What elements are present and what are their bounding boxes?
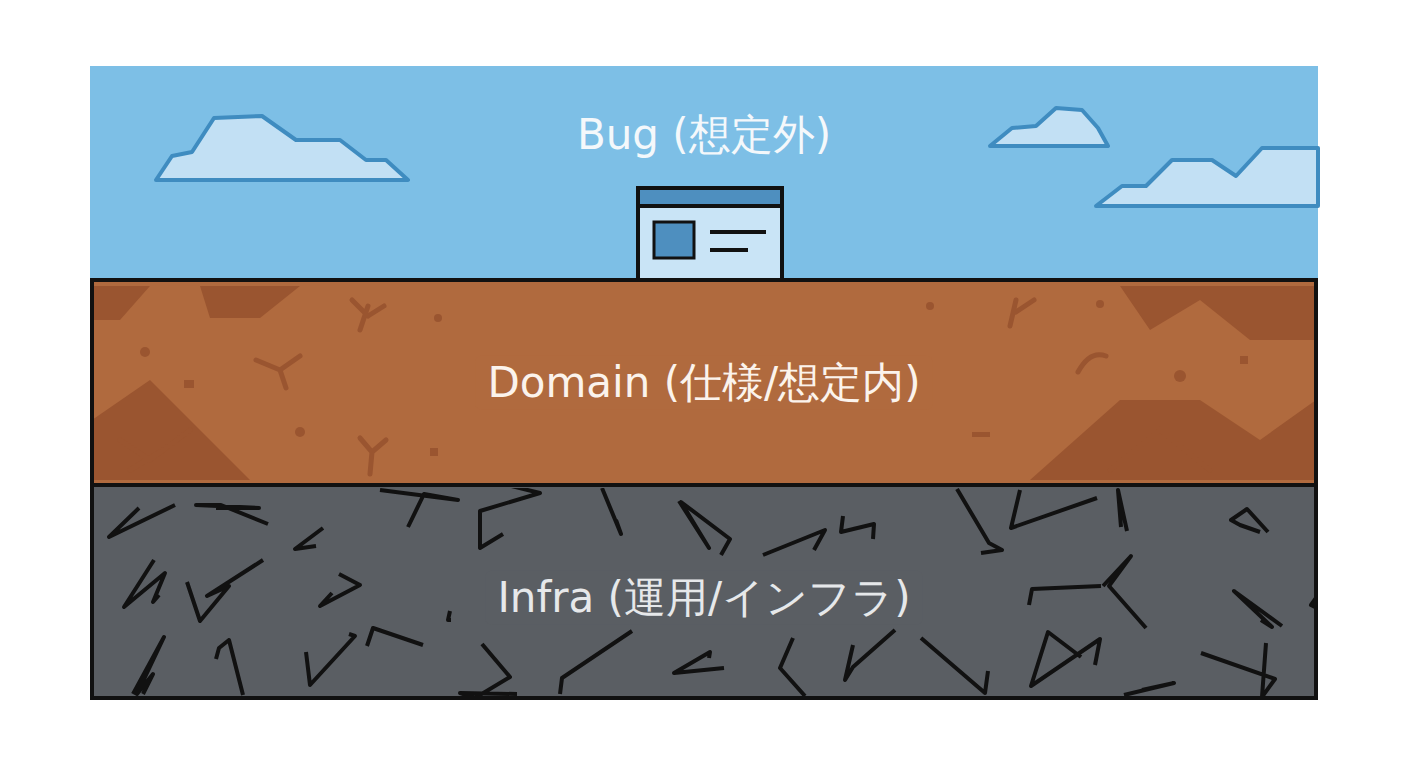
crack-stroke [841,516,874,539]
crack-stroke [295,528,323,549]
crack-stroke [957,489,1002,553]
layer-label: Domain (仕様/想定内) [475,356,932,410]
layers-frame [92,280,1316,698]
infra-layer: Infra (運用/インフラ) [90,486,1318,698]
crack-stroke [124,560,165,607]
layer-divider [90,483,1318,487]
crack-stroke [1201,643,1275,696]
bedrock-ground [90,484,1318,698]
soil-ground [90,282,1318,484]
crack-stroke [1118,490,1127,531]
crack-stroke [845,630,895,680]
crack-stroke [679,501,730,555]
crack-stroke [602,488,621,534]
crack-stroke [380,490,458,527]
layer-label: Infra (運用/インフラ) [485,571,922,625]
rock-cracks [109,488,1316,696]
window-icon [638,188,782,280]
root-marks [120,300,1210,474]
crack-stroke [216,640,243,695]
crack-stroke [1011,490,1097,528]
crack-stroke [306,634,355,685]
crack-stroke [196,505,268,524]
crack-stroke [560,631,632,694]
crack-stroke [1103,556,1146,628]
crack-stroke [367,628,423,646]
crack-stroke [1031,632,1100,686]
crack-stroke [448,611,451,620]
sky-ground [90,66,1318,282]
layer-label: Bug (想定外) [565,108,843,162]
crack-stroke [187,560,263,621]
crack-stroke [109,505,175,537]
clouds [156,108,1318,206]
crack-stroke [460,644,517,696]
crack-stroke [1124,683,1174,695]
crack-stroke [763,530,825,555]
crack-stroke [1231,509,1268,532]
crack-stroke [921,638,988,693]
sky-layer: Bug (想定外) [90,66,1318,280]
crack-stroke [1029,586,1101,605]
crack-stroke [480,488,540,548]
crack-stroke [1234,591,1282,627]
crack-stroke [133,637,164,694]
soil-texture [92,286,1316,480]
crack-stroke [320,574,360,606]
crack-stroke [674,652,724,673]
domain-layer: Domain (仕様/想定内) [90,282,1318,484]
crack-stroke [780,638,805,696]
